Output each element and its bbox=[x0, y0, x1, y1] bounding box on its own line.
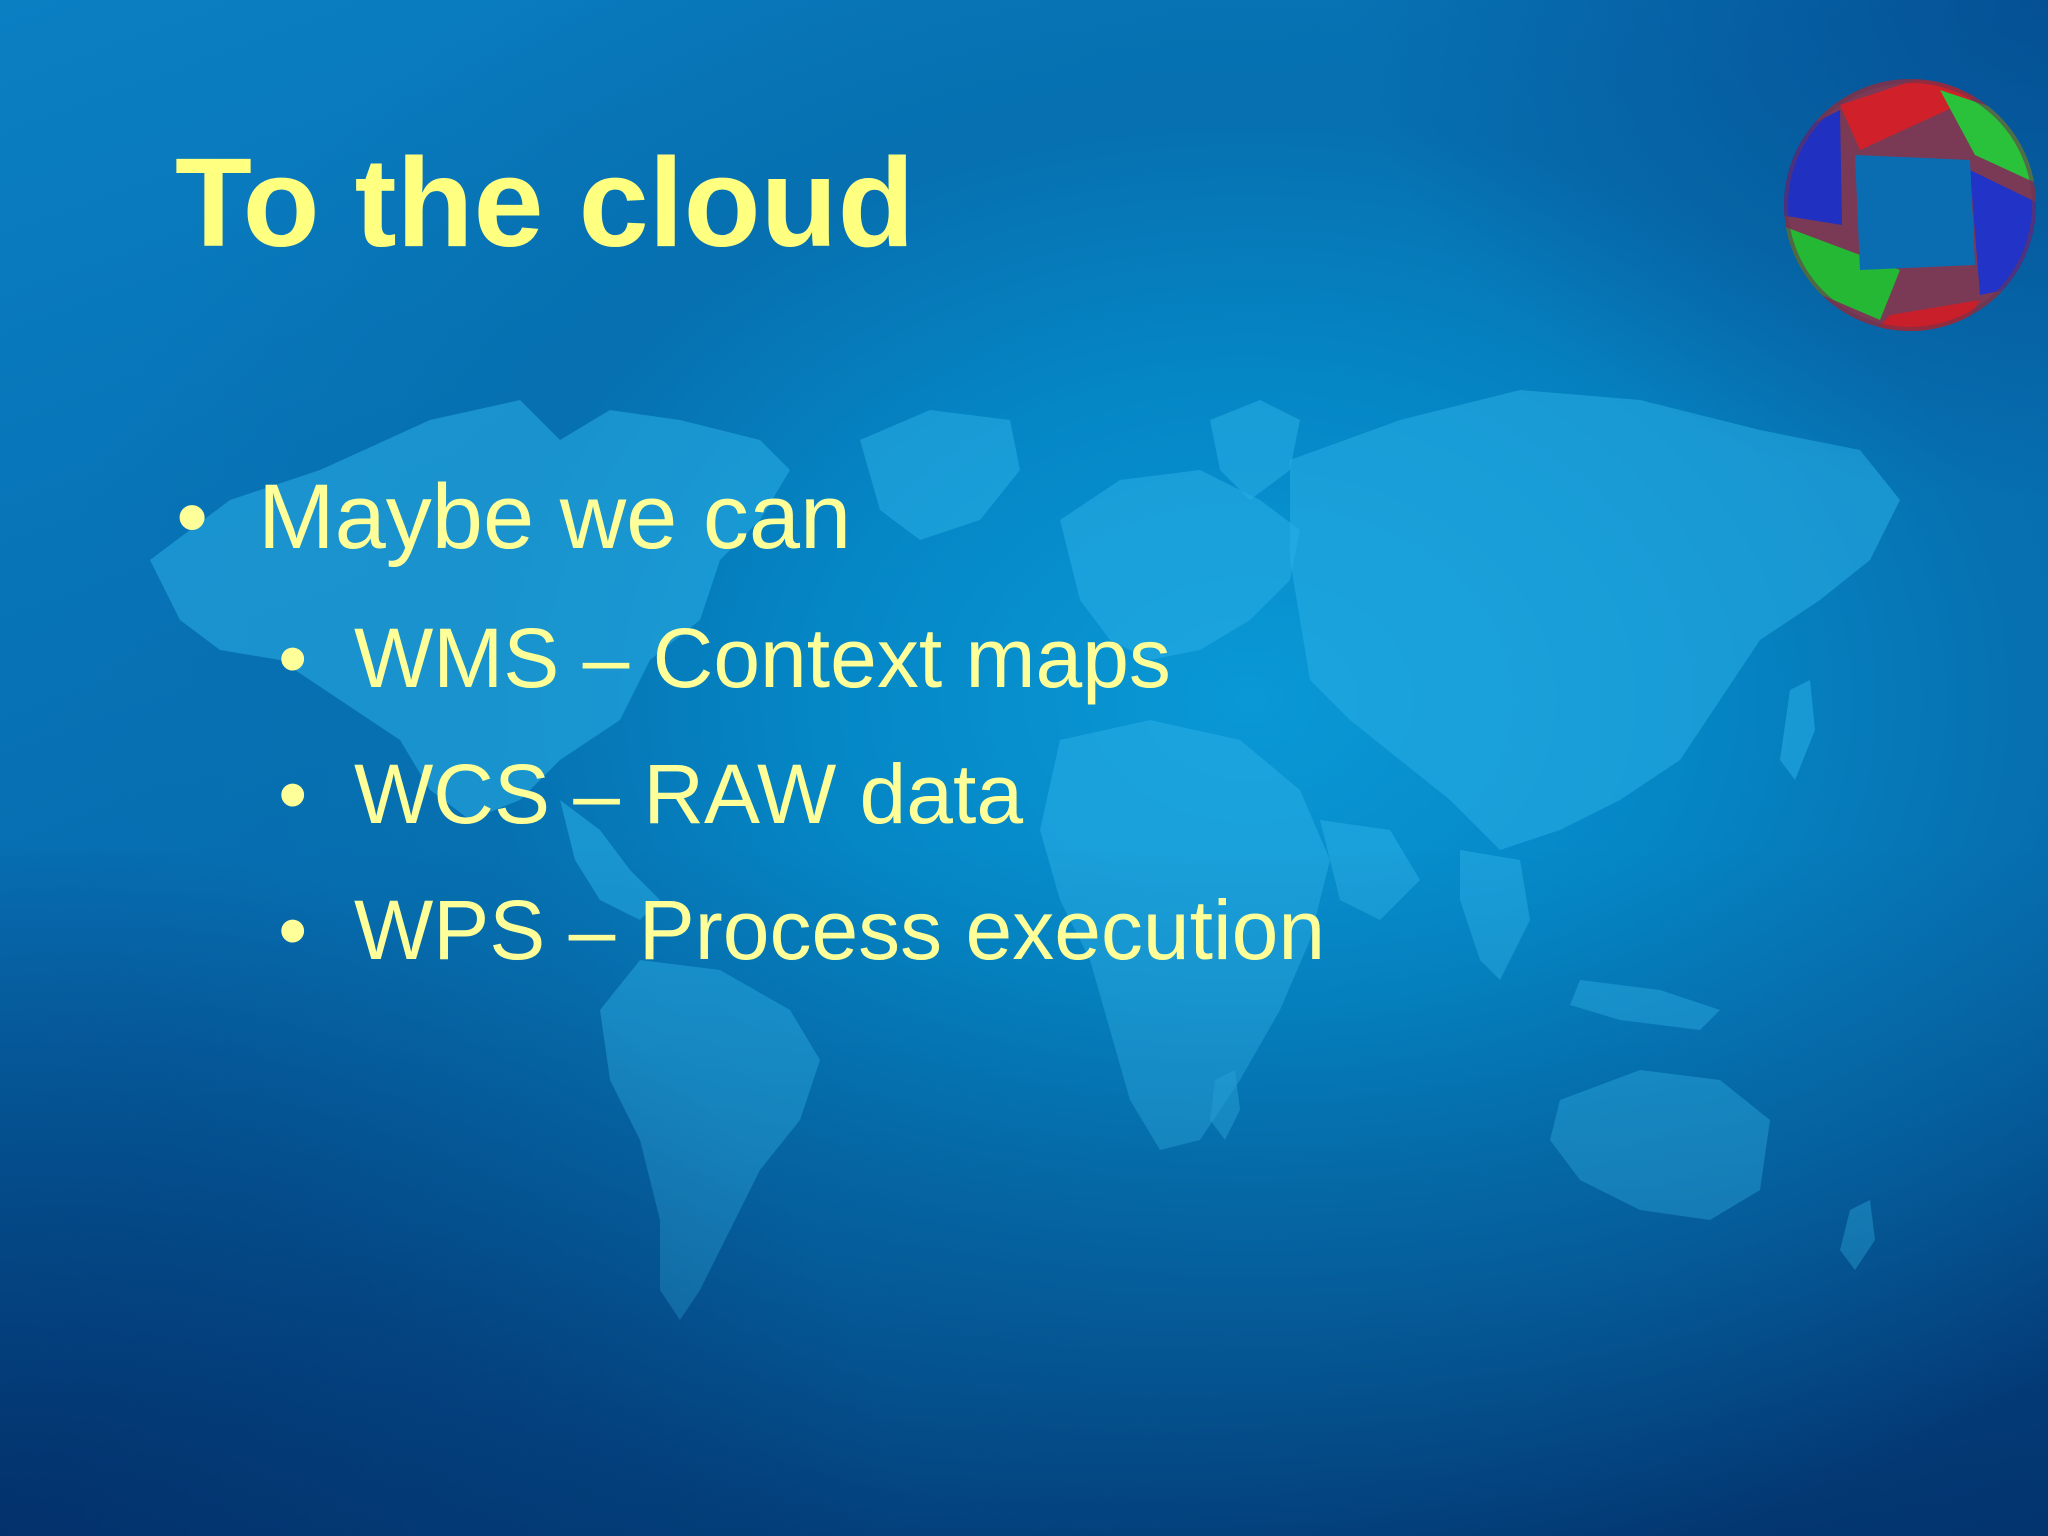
bullet-item: • Maybe we can bbox=[176, 462, 851, 572]
sub-bullet-item: • WMS – Context maps bbox=[278, 608, 1171, 708]
slide-title: To the cloud bbox=[175, 132, 915, 273]
sub-bullet-text: WMS – Context maps bbox=[354, 611, 1171, 705]
sub-bullet-text: WCS – RAW data bbox=[354, 747, 1024, 841]
bullet-dot-icon: • bbox=[278, 611, 308, 705]
bullet-dot-icon: • bbox=[278, 747, 308, 841]
aperture-logo-icon bbox=[1784, 79, 2036, 331]
sub-bullet-item: • WPS – Process execution bbox=[278, 880, 1325, 980]
sub-bullet-text: WPS – Process execution bbox=[354, 883, 1326, 977]
bullet-dot-icon: • bbox=[278, 883, 308, 977]
bullet-dot-icon: • bbox=[176, 466, 209, 568]
sub-bullet-item: • WCS – RAW data bbox=[278, 744, 1023, 844]
bullet-text: Maybe we can bbox=[258, 466, 852, 568]
